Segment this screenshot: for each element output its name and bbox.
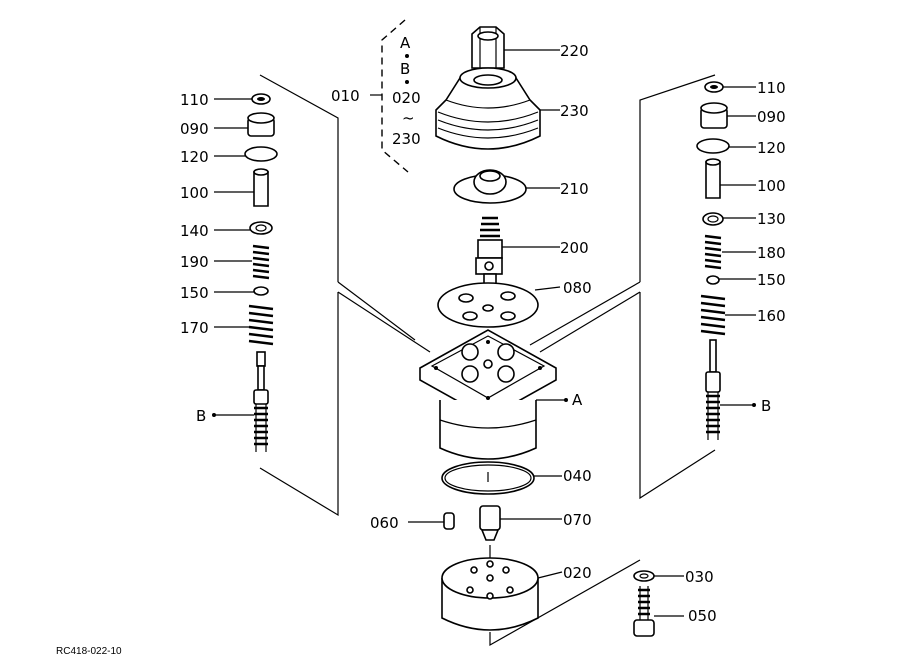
group-bracket: 010 A B 020 ~ 230 — [331, 19, 421, 173]
right-callout-100: 100 — [757, 177, 786, 195]
fitting-070: 070 — [479, 505, 592, 541]
right-callout-b: B — [761, 397, 771, 415]
universal-joint-200: 200 — [475, 216, 589, 287]
callout-020: 020 — [563, 564, 592, 582]
left-callout-b: B — [196, 407, 206, 425]
left-callout-120: 120 — [180, 148, 209, 166]
callout-060: 060 — [370, 514, 399, 532]
port-plate-080: 080 — [437, 279, 592, 328]
hex-nut-220: 220 — [471, 26, 589, 69]
assembly-frame-lines — [259, 74, 716, 647]
left-callout-190: 190 — [180, 253, 209, 271]
left-callout-140: 140 — [180, 222, 209, 240]
bolt-050: 050 — [633, 586, 717, 637]
callout-230: 230 — [560, 102, 589, 120]
callout-070: 070 — [563, 511, 592, 529]
washer-030: 030 — [633, 568, 714, 586]
left-plunger-stack: 110 090 120 100 140 190 150 170 — [180, 91, 278, 452]
left-callout-100: 100 — [180, 184, 209, 202]
callout-030: 030 — [685, 568, 714, 586]
pin-060: 060 — [370, 512, 455, 532]
boot-230: 230 — [435, 67, 589, 150]
group-line-b: B — [400, 60, 410, 78]
left-callout-110: 110 — [180, 91, 209, 109]
group-line-from: 020 — [392, 89, 421, 107]
right-callout-090: 090 — [757, 108, 786, 126]
group-line-to: 230 — [392, 130, 421, 148]
callout-050: 050 — [688, 607, 717, 625]
right-callout-160: 160 — [757, 307, 786, 325]
callout-210: 210 — [560, 180, 589, 198]
right-plunger-stack: 110 090 120 100 130 180 150 160 — [696, 79, 786, 440]
left-callout-170: 170 — [180, 319, 209, 337]
group-line-a: A — [400, 34, 411, 52]
base-plate-020: 020 — [441, 557, 592, 631]
right-callout-110: 110 — [757, 79, 786, 97]
drawing-id: RC418-022-10 — [56, 646, 122, 657]
callout-200: 200 — [560, 239, 589, 257]
left-callout-150: 150 — [180, 284, 209, 302]
left-callout-090: 090 — [180, 120, 209, 138]
callout-080: 080 — [563, 279, 592, 297]
right-callout-120: 120 — [757, 139, 786, 157]
callout-040: 040 — [563, 467, 592, 485]
valve-body-a: A — [419, 329, 583, 460]
right-callout-180: 180 — [757, 244, 786, 262]
callout-a: A — [572, 391, 583, 409]
right-callout-130: 130 — [757, 210, 786, 228]
plate-210: 210 — [453, 169, 589, 204]
callout-220: 220 — [560, 42, 589, 60]
right-callout-150: 150 — [757, 271, 786, 289]
group-tilde: ~ — [402, 109, 415, 127]
o-ring-040: 040 — [441, 461, 592, 495]
group-id: 010 — [331, 87, 360, 105]
